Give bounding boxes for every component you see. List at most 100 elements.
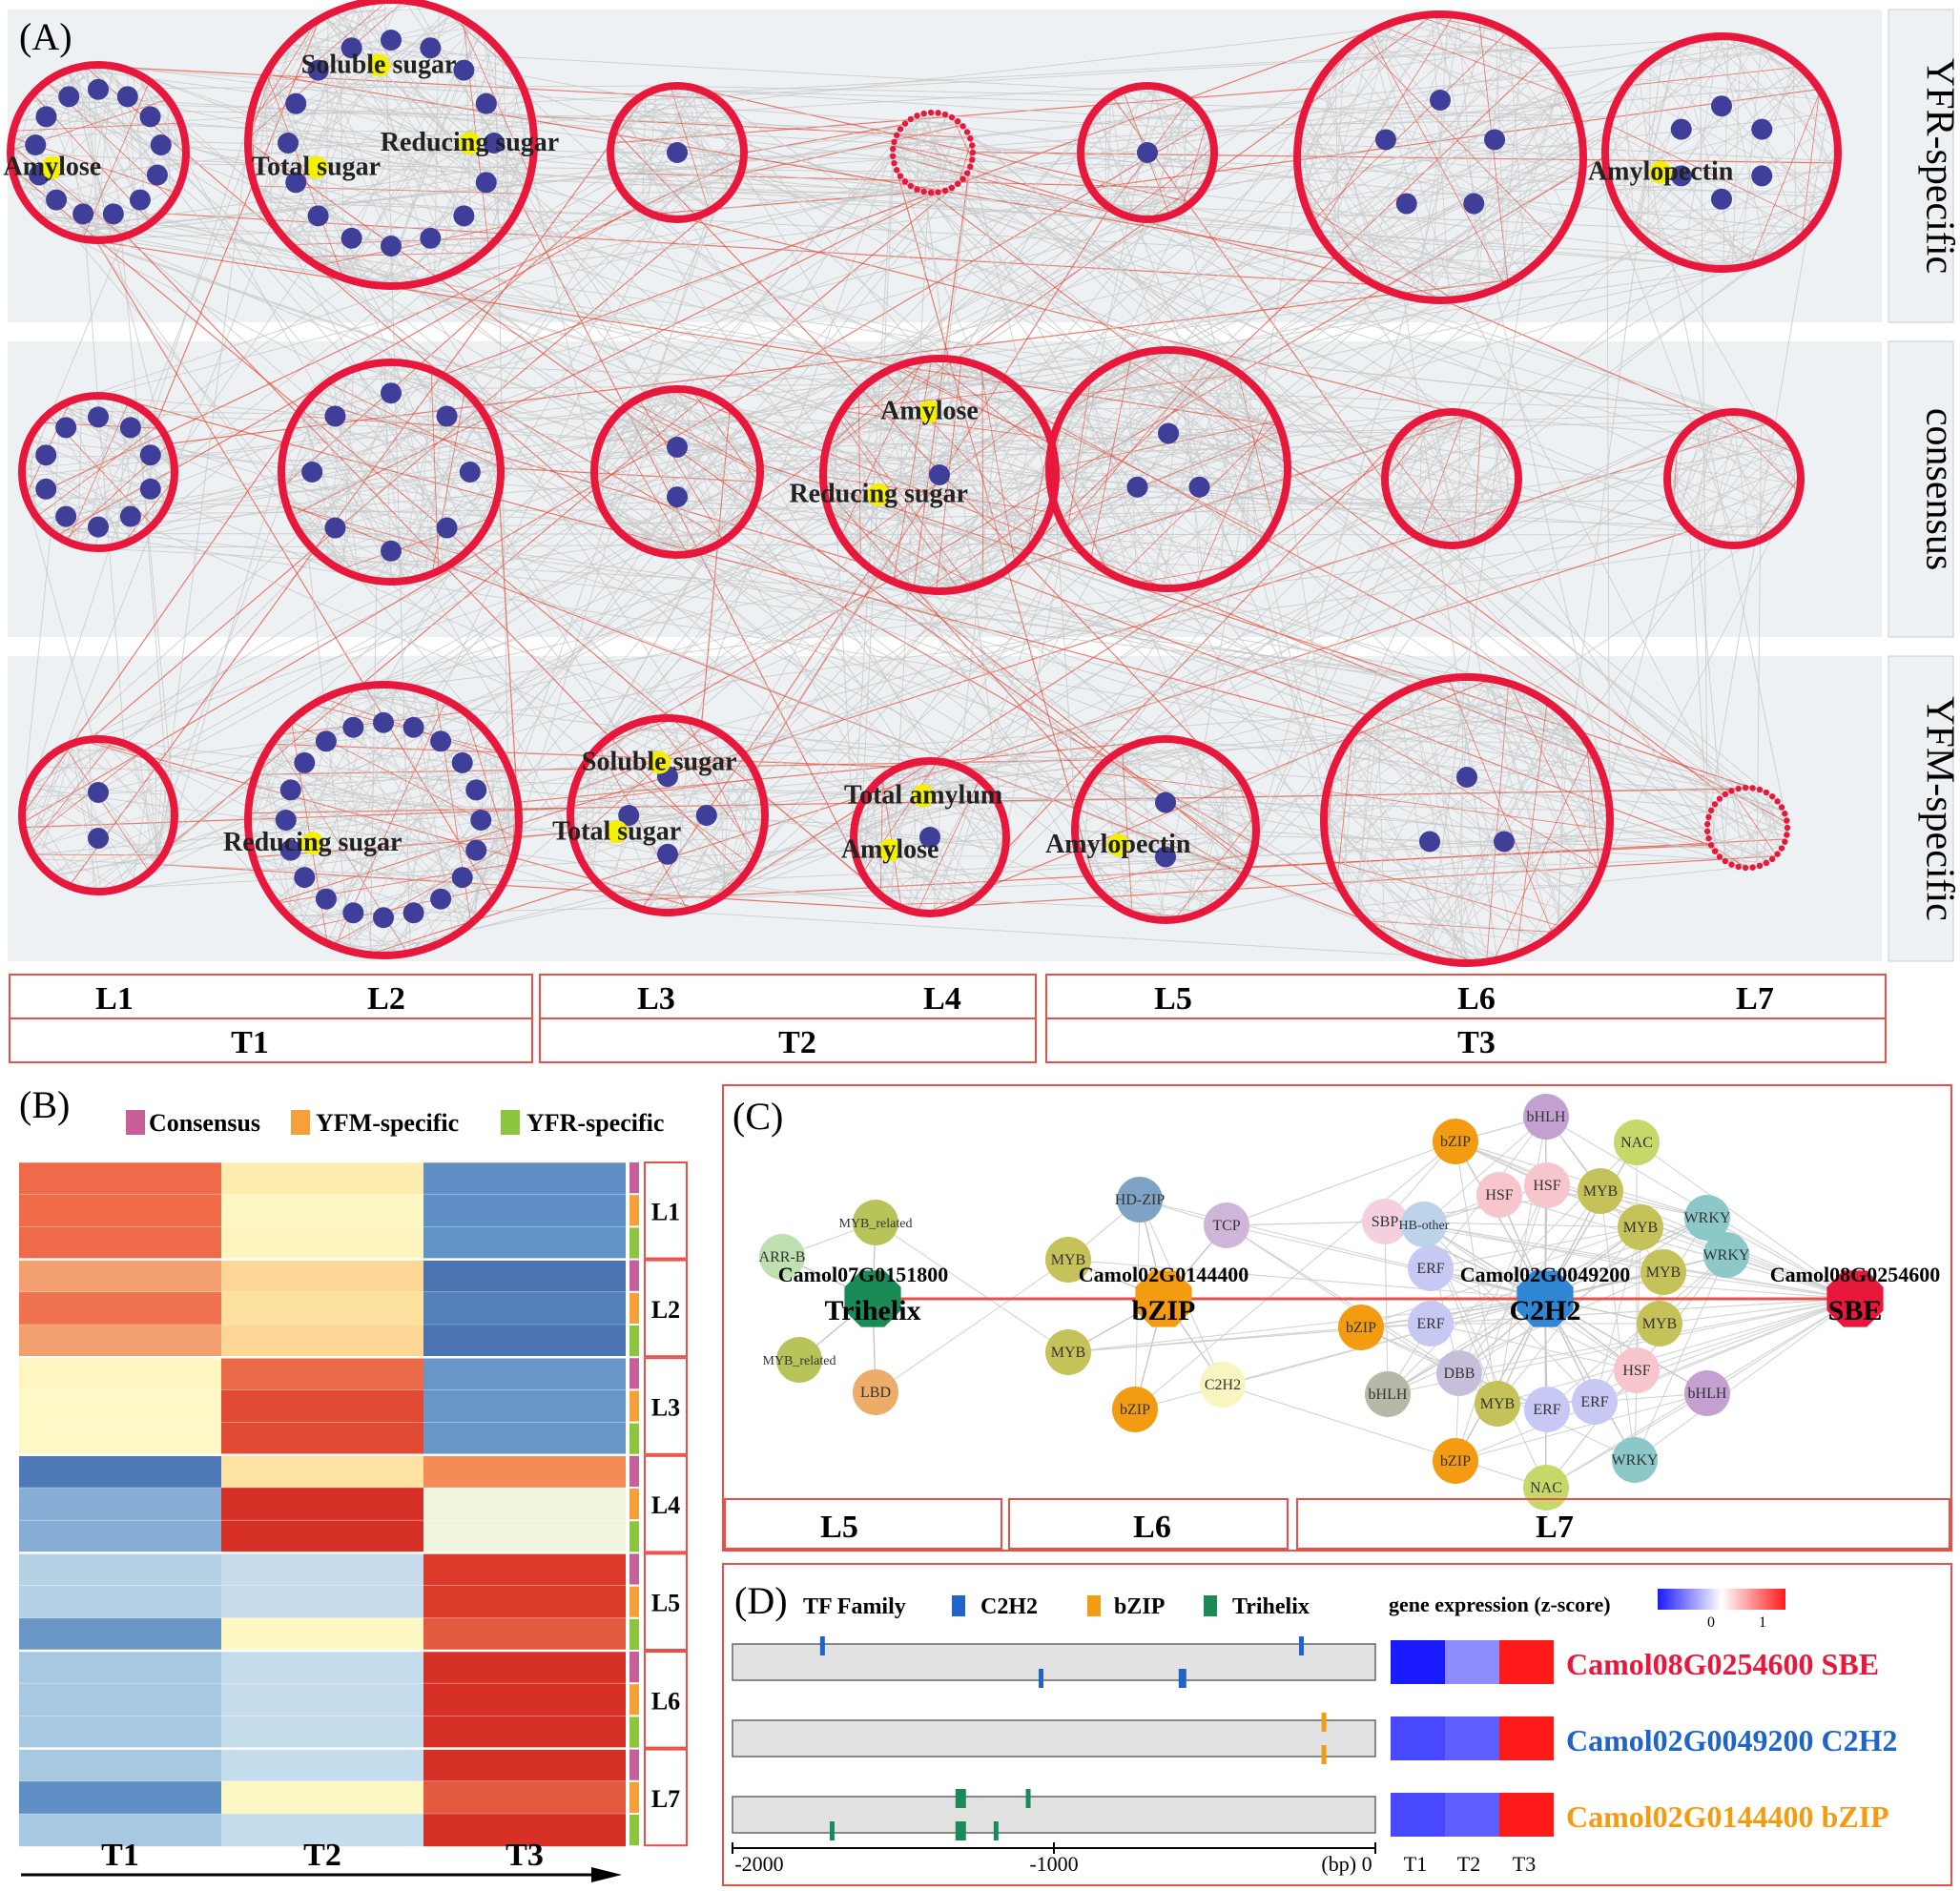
trait-label: Reducing sugar [789,480,967,509]
module-internal-edge [1118,421,1278,579]
module-internal-edge [1319,79,1390,292]
module-internal-edge [1331,51,1346,252]
module-internal-edge [379,684,512,777]
network-edge [684,85,1113,96]
module-internal-edge [1387,425,1494,497]
module-member-dot [1705,834,1712,842]
module-internal-edge [1348,739,1588,744]
heatmap-layer-label: L5 [651,1590,680,1617]
trait-node [605,820,629,844]
module-internal-edge [1465,454,1515,545]
tf-node-circle [1578,1168,1623,1214]
module-member-dot [969,156,976,163]
network-edge [185,141,1213,168]
module-ring [1045,346,1291,592]
module-internal-edge [828,420,1043,509]
module-internal-edge [1660,227,1810,253]
module-internal-edge [487,734,501,890]
module-internal-edge [1500,681,1610,832]
network-edge [136,73,574,839]
network-edge [618,204,720,414]
heatmap-cell [19,1161,221,1195]
network-edge [726,196,1140,219]
module-internal-edge [652,413,736,552]
module-internal-edge [1545,844,1609,940]
module-internal-edge [89,739,94,892]
network-edge [36,214,1252,384]
heatmap-cell [221,1291,423,1325]
module-internal-edge [424,367,488,421]
trait-label: Soluble sugar [301,51,457,80]
gene-node [695,805,717,826]
module-internal-edge [1608,124,1814,224]
tf-node: ERF [1524,1387,1570,1432]
module-internal-edge [1411,424,1505,521]
gene-node [88,828,109,849]
module-internal-edge [1675,253,1780,260]
module-internal-edge [1113,94,1200,112]
tf-edge [1634,1226,1641,1461]
module-internal-edge [1086,513,1279,557]
network-edge [762,46,1531,797]
network-edge [1249,21,1488,862]
module-internal-edge [1009,381,1056,458]
module-internal-edge [1756,41,1836,130]
svg-text:C2H2: C2H2 [980,1594,1038,1619]
module-internal-edge [1078,389,1230,572]
promoter-bar [732,1796,1376,1834]
tf-node-label: ERF [1416,1316,1444,1332]
tf-node-label: HB-other [1399,1219,1450,1233]
heatmap-cell [221,1716,423,1749]
expression-scale-title: gene expression (z-score) [1389,1593,1611,1616]
trait-label: Reducing sugar [223,828,402,857]
network-edge [63,50,1777,235]
module-internal-edge [616,92,707,126]
module-internal-edge [1337,678,1444,759]
expr-col-t3: T3 [1513,1852,1536,1876]
tf-edge [1659,1298,1856,1325]
module-internal-edge [250,790,297,923]
module-internal-edge [1731,37,1742,269]
module-internal-edge [1057,438,1285,514]
binding-site [1178,1669,1186,1688]
tf-network-nodes: ARR-BMYB_relatedMYB_relatedLBDHD-ZIPTCPM… [759,1094,1750,1511]
gene-node [1463,193,1485,215]
network-edge [22,122,1207,824]
module-internal-edge [1670,47,1836,131]
module-internal-edge [31,777,161,860]
module-internal-edge [1631,71,1805,227]
module-internal-edge [877,760,926,894]
network-edge [1416,440,1789,956]
module-internal-edge [624,111,671,219]
network-edge [844,148,1298,543]
module-internal-edge [1336,733,1353,881]
module-internal-edge [1483,677,1553,936]
network-edge [29,98,1238,567]
network-edge [275,421,1771,903]
network-edge [1502,421,1699,523]
module-internal-edge [366,804,519,956]
module-member-dot [927,189,935,196]
layer-box [644,1357,688,1455]
module-internal-edge [1244,377,1257,550]
binding-site [1039,1669,1044,1688]
network-edge [111,238,601,442]
tf-node-circle [1045,1237,1091,1283]
module-internal-edge [1720,35,1809,76]
module-internal-edge [570,732,721,824]
module-internal-edge [854,825,965,906]
gene-node [402,902,424,924]
tf-node: HD-ZIP [1115,1177,1165,1223]
gene-node [88,782,109,803]
module-internal-edge [854,830,930,915]
module-internal-edge [1431,13,1583,146]
expression-row [1391,1640,1554,1684]
network-edge [945,113,1788,832]
module-internal-edge [687,390,691,555]
module-internal-edge [1338,40,1523,259]
module-internal-edge [839,415,1054,451]
category-tick [629,1815,639,1846]
module-internal-edge [577,763,751,854]
tf-node: ERF [1408,1301,1454,1346]
